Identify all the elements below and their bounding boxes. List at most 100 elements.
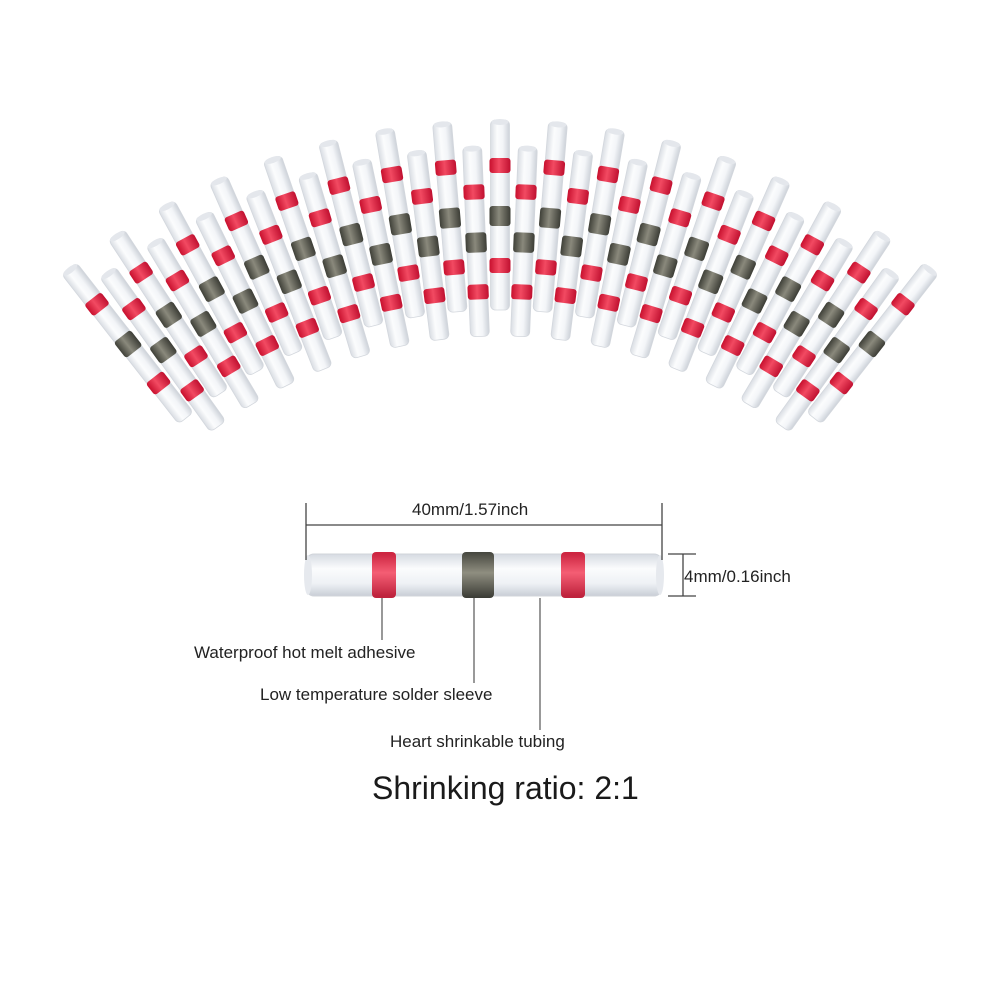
- red-ring: [443, 259, 465, 276]
- connector: [575, 128, 625, 319]
- connector: [264, 155, 342, 340]
- red-ring: [434, 159, 457, 176]
- red-ring: [596, 165, 620, 184]
- red-ring: [184, 345, 208, 368]
- connector: [432, 121, 468, 313]
- red-ring: [463, 184, 485, 200]
- red-ring: [554, 287, 577, 304]
- length-dimension-label: 40mm/1.57inch: [412, 500, 529, 519]
- red-ring: [810, 269, 835, 292]
- solder-band: [276, 269, 302, 295]
- connector: [773, 230, 891, 398]
- connector: [246, 190, 332, 372]
- connector: [532, 121, 568, 313]
- connector: [298, 172, 370, 359]
- red-ring: [411, 187, 434, 205]
- solder-band: [653, 254, 678, 279]
- connector: [736, 201, 841, 375]
- solder-band: [155, 301, 182, 328]
- solder-band: [190, 311, 217, 337]
- solder-band: [636, 222, 661, 247]
- connector: [697, 176, 790, 356]
- red-ring: [535, 259, 557, 276]
- connector: [147, 238, 259, 408]
- red-ring: [580, 264, 603, 282]
- solder-callout: Low temperature solder sleeve: [260, 685, 493, 704]
- red-ring: [180, 379, 204, 402]
- connector: [617, 139, 681, 328]
- red-ring: [829, 371, 854, 395]
- red-ring: [379, 293, 403, 312]
- connector: [630, 172, 702, 359]
- connector: [705, 212, 805, 389]
- connector: [775, 268, 899, 431]
- red-ring: [543, 159, 566, 176]
- red-ring: [223, 322, 248, 344]
- connector: [510, 145, 538, 338]
- red-ring: [259, 224, 283, 245]
- solder-band: [730, 254, 756, 280]
- connector: [590, 158, 648, 348]
- red-ring: [352, 273, 375, 292]
- solder-band: [783, 311, 810, 337]
- solder-band: [114, 330, 142, 358]
- red-ring: [515, 184, 537, 200]
- solder-band: [244, 254, 270, 280]
- red-ring: [295, 317, 319, 338]
- red-ring: [255, 335, 279, 356]
- connector-fan: [63, 119, 937, 431]
- solder-band: [818, 301, 845, 328]
- red-ring: [751, 210, 776, 232]
- connector: [668, 190, 754, 372]
- red-ring: [511, 284, 533, 300]
- solder-band: [560, 235, 583, 258]
- solder-band: [232, 288, 259, 314]
- red-ring: [489, 258, 511, 273]
- solder-band: [775, 276, 802, 302]
- red-ring: [566, 187, 589, 205]
- red-ring: [489, 158, 511, 173]
- red-ring-right: [561, 552, 585, 598]
- solder-band: [388, 213, 412, 236]
- red-ring: [307, 285, 332, 306]
- connector: [195, 212, 295, 389]
- red-ring: [854, 298, 878, 321]
- diameter-dimension-label: 4mm/0.16inch: [684, 567, 791, 586]
- red-ring: [639, 304, 663, 324]
- red-ring: [759, 355, 783, 378]
- red-ring: [211, 245, 235, 267]
- solder-band: [538, 207, 562, 229]
- red-ring: [129, 261, 153, 284]
- red-ring: [792, 345, 816, 368]
- tubing-callout: Heart shrinkable tubing: [390, 732, 565, 751]
- red-ring: [717, 224, 741, 245]
- solder-band: [290, 236, 316, 261]
- connector: [352, 158, 410, 348]
- red-ring: [618, 195, 641, 214]
- red-ring: [397, 264, 420, 282]
- solder-band: [417, 235, 440, 258]
- solder-band: [462, 552, 494, 598]
- solder-band: [438, 207, 462, 229]
- solder-band: [322, 254, 347, 279]
- red-ring: [668, 285, 693, 306]
- red-ring: [122, 298, 146, 321]
- red-ring: [800, 234, 825, 256]
- red-ring-left: [372, 552, 396, 598]
- connector: [550, 150, 593, 341]
- solder-band: [823, 337, 850, 364]
- red-ring: [175, 234, 200, 256]
- red-ring: [337, 304, 361, 324]
- solder-band: [684, 236, 710, 261]
- red-ring: [467, 284, 489, 300]
- solder-band: [741, 288, 768, 314]
- red-ring: [146, 371, 171, 395]
- connector: [462, 145, 490, 338]
- solder-band: [698, 269, 724, 295]
- length-dimension: [305, 503, 663, 560]
- solder-band: [465, 232, 487, 253]
- connector: [319, 139, 383, 328]
- red-ring: [265, 302, 289, 323]
- red-ring: [625, 273, 648, 292]
